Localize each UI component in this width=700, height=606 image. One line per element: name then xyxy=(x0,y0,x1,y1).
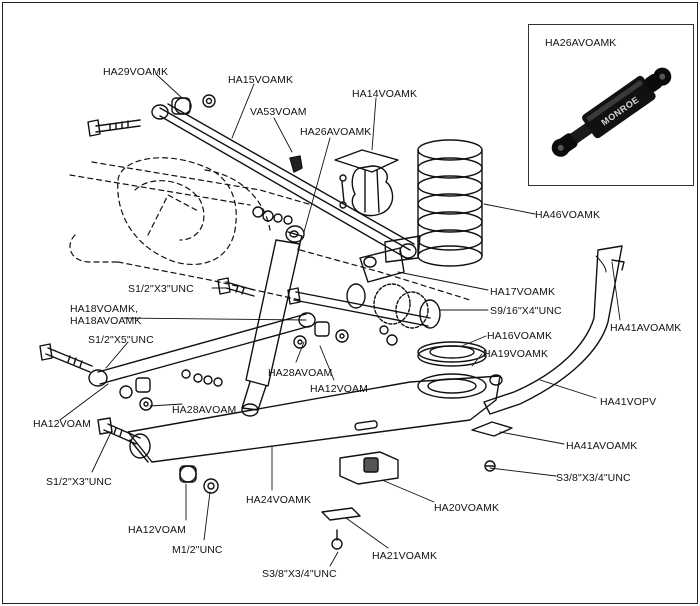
label-ha41avoamk-top: HA41AVOAMK xyxy=(610,322,682,334)
trailing-arm xyxy=(127,373,503,463)
bushings-lower xyxy=(179,465,219,494)
label-ha41avoamk-low: HA41AVOAMK xyxy=(566,440,638,452)
spring-pads xyxy=(417,341,487,367)
label-ha24: HA24VOAMK xyxy=(246,494,312,506)
leaf-spring xyxy=(151,103,421,263)
washers-shock-top xyxy=(252,206,293,225)
bolt-top xyxy=(87,119,141,137)
axle-housing xyxy=(69,157,471,301)
label-ha46: HA46VOAMK xyxy=(535,209,601,221)
spring-seat xyxy=(334,149,399,217)
label-ha17: HA17VOAMK xyxy=(490,286,556,298)
label-s12x3-top: S1/2"X3"UNC xyxy=(128,283,194,295)
label-ha29: HA29VOAMK xyxy=(103,66,169,78)
bushings-mid xyxy=(293,321,398,349)
bolt-left xyxy=(39,343,93,373)
label-ha41vopv: HA41VOPV xyxy=(600,396,657,408)
label-ha18a: HA18VOAMK, xyxy=(70,303,139,315)
label-ha12-left: HA12VOAM xyxy=(33,418,91,430)
label-ha28-lower: HA28AVOAM xyxy=(172,404,237,416)
label-ha15: HA15VOAMK xyxy=(228,74,294,86)
label-ha19: HA19VOAMK xyxy=(483,348,549,360)
label-s12x5: S1/2"X5"UNC xyxy=(88,334,154,346)
base-plate xyxy=(321,507,361,550)
leader-lines xyxy=(59,73,621,567)
label-m12: M1/2"UNC xyxy=(172,544,223,556)
label-va53: VA53VOAM xyxy=(250,106,307,118)
bushings-top xyxy=(171,94,216,115)
label-s916: S9/16"X4"UNC xyxy=(490,305,562,317)
shock-absorber xyxy=(241,225,305,417)
washers-left xyxy=(119,369,223,411)
bolt-mid xyxy=(217,277,255,297)
label-ha26: HA26AVOAMK xyxy=(300,126,372,138)
rear-bracket xyxy=(483,245,625,415)
label-ha12-mid: HA12VOAM xyxy=(310,383,368,395)
label-s38-bottom: S3/8"X3/4"UNC xyxy=(262,568,337,580)
label-ha18b: HA18AVOAMK xyxy=(70,315,142,327)
lower-clamp xyxy=(471,421,513,472)
coil-spring xyxy=(417,139,483,267)
bolt-long xyxy=(287,283,441,329)
label-ha28-upper: HA28AVOAM xyxy=(268,367,333,379)
label-ha20: HA20VOAMK xyxy=(434,502,500,514)
bump-stop xyxy=(289,155,303,173)
axle-bracket xyxy=(359,247,405,283)
inset-title: HA26AVOAMK xyxy=(545,37,617,49)
u-bolt-block xyxy=(339,451,399,485)
label-ha12-bottom: HA12VOAM xyxy=(128,524,186,536)
shock-absorber-inset: HA26AVOAMK MONROE xyxy=(528,24,694,186)
label-s12x3-low: S1/2"X3"UNC xyxy=(46,476,112,488)
bolt-front-lower xyxy=(97,417,141,445)
label-ha21: HA21VOAMK xyxy=(372,550,438,562)
shock-absorber-photo: MONROE xyxy=(551,67,672,157)
label-ha16: HA16VOAMK xyxy=(487,330,553,342)
label-s38-right: S3/8"X3/4"UNC xyxy=(556,472,631,484)
label-ha14: HA14VOAMK xyxy=(352,88,418,100)
